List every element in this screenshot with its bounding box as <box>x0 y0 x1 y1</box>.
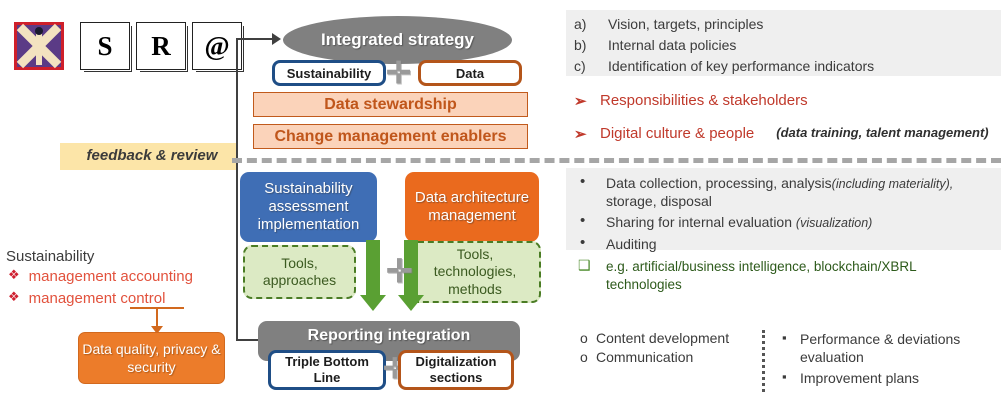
feedback-line-vertical <box>236 38 238 341</box>
list-item: ➢ Responsibilities & stakeholders <box>574 92 999 110</box>
list-item-label: Sharing for internal evaluation <box>606 214 796 231</box>
diamond-bullet-icon: ❖ <box>8 267 20 282</box>
feedback-arrow-icon <box>272 33 281 45</box>
digitalization-sections-box: Digitalization sections <box>398 350 514 390</box>
performance-list: ▪ Performance & deviations evaluation ▪ … <box>782 330 982 391</box>
list-item: c) Identification of key performance ind… <box>574 58 994 74</box>
list-item-label: Data collection, processing, analysis <box>606 175 832 191</box>
list-item-label: e.g. artificial/business intelligence, b… <box>606 259 917 293</box>
list-item-label: Responsibilities & stakeholders <box>600 92 808 109</box>
list-item-label: Digital culture & people <box>600 125 755 142</box>
tools-approaches-box: Tools, approaches <box>243 245 356 299</box>
triple-bottom-line-box: Triple Bottom Line <box>268 350 386 390</box>
arrow-bullet-icon: ➢ <box>574 126 587 143</box>
square-bullet-icon: ▪ <box>782 369 787 385</box>
communication-list: o Content development o Communication <box>580 330 750 368</box>
data-quality-box: Data quality, privacy & security <box>78 332 225 384</box>
diamond-bullet-icon: ❖ <box>8 289 20 304</box>
green-arrow-right-icon <box>398 240 424 311</box>
reporting-integration-label: Reporting integration <box>307 327 471 344</box>
s-letter-icon: S <box>80 22 130 70</box>
abc-list: a) Vision, targets, principles b) Intern… <box>574 16 994 79</box>
at-symbol-glyph: @ <box>204 30 230 61</box>
strategy-sustainability-box: Sustainability <box>272 60 386 86</box>
list-item: ▪ Performance & deviations evaluation <box>782 330 982 366</box>
dots-list-background <box>566 168 1001 250</box>
square-bullet-icon: ❑ <box>578 257 591 273</box>
list-item-note: (data training, talent management) <box>776 125 989 140</box>
section-divider <box>232 158 1001 163</box>
dotted-separator <box>762 330 765 392</box>
feedback-review-label: feedback & review <box>86 147 218 164</box>
list-item: • Data collection, processing, analysis(… <box>580 173 995 210</box>
list-item: a) Vision, targets, principles <box>574 16 994 32</box>
list-item: ❑ e.g. artificial/business intelligence,… <box>578 257 988 294</box>
dot-bullet-icon: • <box>580 233 586 251</box>
list-item: • Sharing for internal evaluation (visua… <box>580 213 995 231</box>
list-item-label: Communication <box>596 349 694 365</box>
plus-icon-middle: ✛ <box>386 253 413 289</box>
responsibilities-list: ➢ Responsibilities & stakeholders ➢ Digi… <box>574 92 999 158</box>
sustainability-item-label: management accounting <box>28 268 193 285</box>
r-letter-icon: R <box>136 22 186 70</box>
sustainability-list-item: ❖ management control <box>8 289 166 307</box>
list-item: ▪ Improvement plans <box>782 369 982 387</box>
list-item: • Auditing <box>580 233 995 253</box>
data-process-list: • Data collection, processing, analysis(… <box>580 173 995 256</box>
list-item-label: Identification of key performance indica… <box>608 58 875 74</box>
data-architecture-box: Data architecture management <box>405 172 539 242</box>
sustainability-item-label: management control <box>28 290 166 307</box>
list-item-label: Internal data policies <box>608 37 737 53</box>
feedback-band <box>60 143 238 170</box>
green-arrow-left-icon <box>360 240 386 311</box>
sustainability-list-item: ❖ management accounting <box>8 267 193 285</box>
plus-icon-strategy: ✛ <box>386 57 412 90</box>
list-item-label: Improvement plans <box>800 370 920 387</box>
control-connector-line <box>156 307 158 328</box>
tools-technologies-methods-box: Tools, technologies, methods <box>409 241 541 303</box>
circle-bullet-icon: o <box>580 349 588 365</box>
flag-emblem-icon <box>14 22 64 70</box>
dot-bullet-icon: • <box>580 212 586 230</box>
list-item: o Communication <box>580 349 750 365</box>
list-marker: b) <box>574 37 587 53</box>
at-symbol-icon: @ <box>192 22 242 70</box>
list-item-label: Performance & deviations evaluation <box>800 331 961 366</box>
list-item: o Content development <box>580 330 750 346</box>
sustainability-panel-title: Sustainability <box>6 248 95 265</box>
control-arrow-icon <box>151 326 163 334</box>
data-stewardship-bar: Data stewardship <box>253 92 528 117</box>
circle-bullet-icon: o <box>580 330 588 346</box>
list-item-label: Content development <box>596 330 730 346</box>
feedback-line-top <box>236 38 274 40</box>
integrated-strategy-ellipse: Integrated strategy <box>283 16 512 64</box>
integrated-strategy-label: Integrated strategy <box>320 30 475 49</box>
dot-bullet-icon: • <box>580 173 586 190</box>
sustainability-assessment-box: Sustainability assessment implementation <box>240 172 377 242</box>
arrow-bullet-icon: ➢ <box>574 93 587 110</box>
s-letter-glyph: S <box>97 30 113 61</box>
list-marker: a) <box>574 16 587 32</box>
change-management-enablers-bar: Change management enablers <box>253 124 528 149</box>
list-item-italic: (visualization) <box>795 216 873 231</box>
list-item-tail: storage, disposal <box>606 193 712 210</box>
feedback-line-bottom <box>236 339 268 341</box>
list-item-italic: (including materiality), <box>831 177 954 191</box>
list-item-label: Auditing <box>606 235 657 252</box>
r-letter-glyph: R <box>151 30 171 61</box>
abc-list-background <box>566 10 1001 76</box>
list-item: b) Internal data policies <box>574 37 994 53</box>
list-item-label: Vision, targets, principles <box>608 16 764 32</box>
list-item: ➢ Digital culture & people (data trainin… <box>574 125 999 143</box>
strategy-data-box: Data <box>418 60 522 86</box>
technologies-list: ❑ e.g. artificial/business intelligence,… <box>578 257 988 296</box>
square-bullet-icon: ▪ <box>782 330 787 345</box>
list-marker: c) <box>574 58 586 74</box>
